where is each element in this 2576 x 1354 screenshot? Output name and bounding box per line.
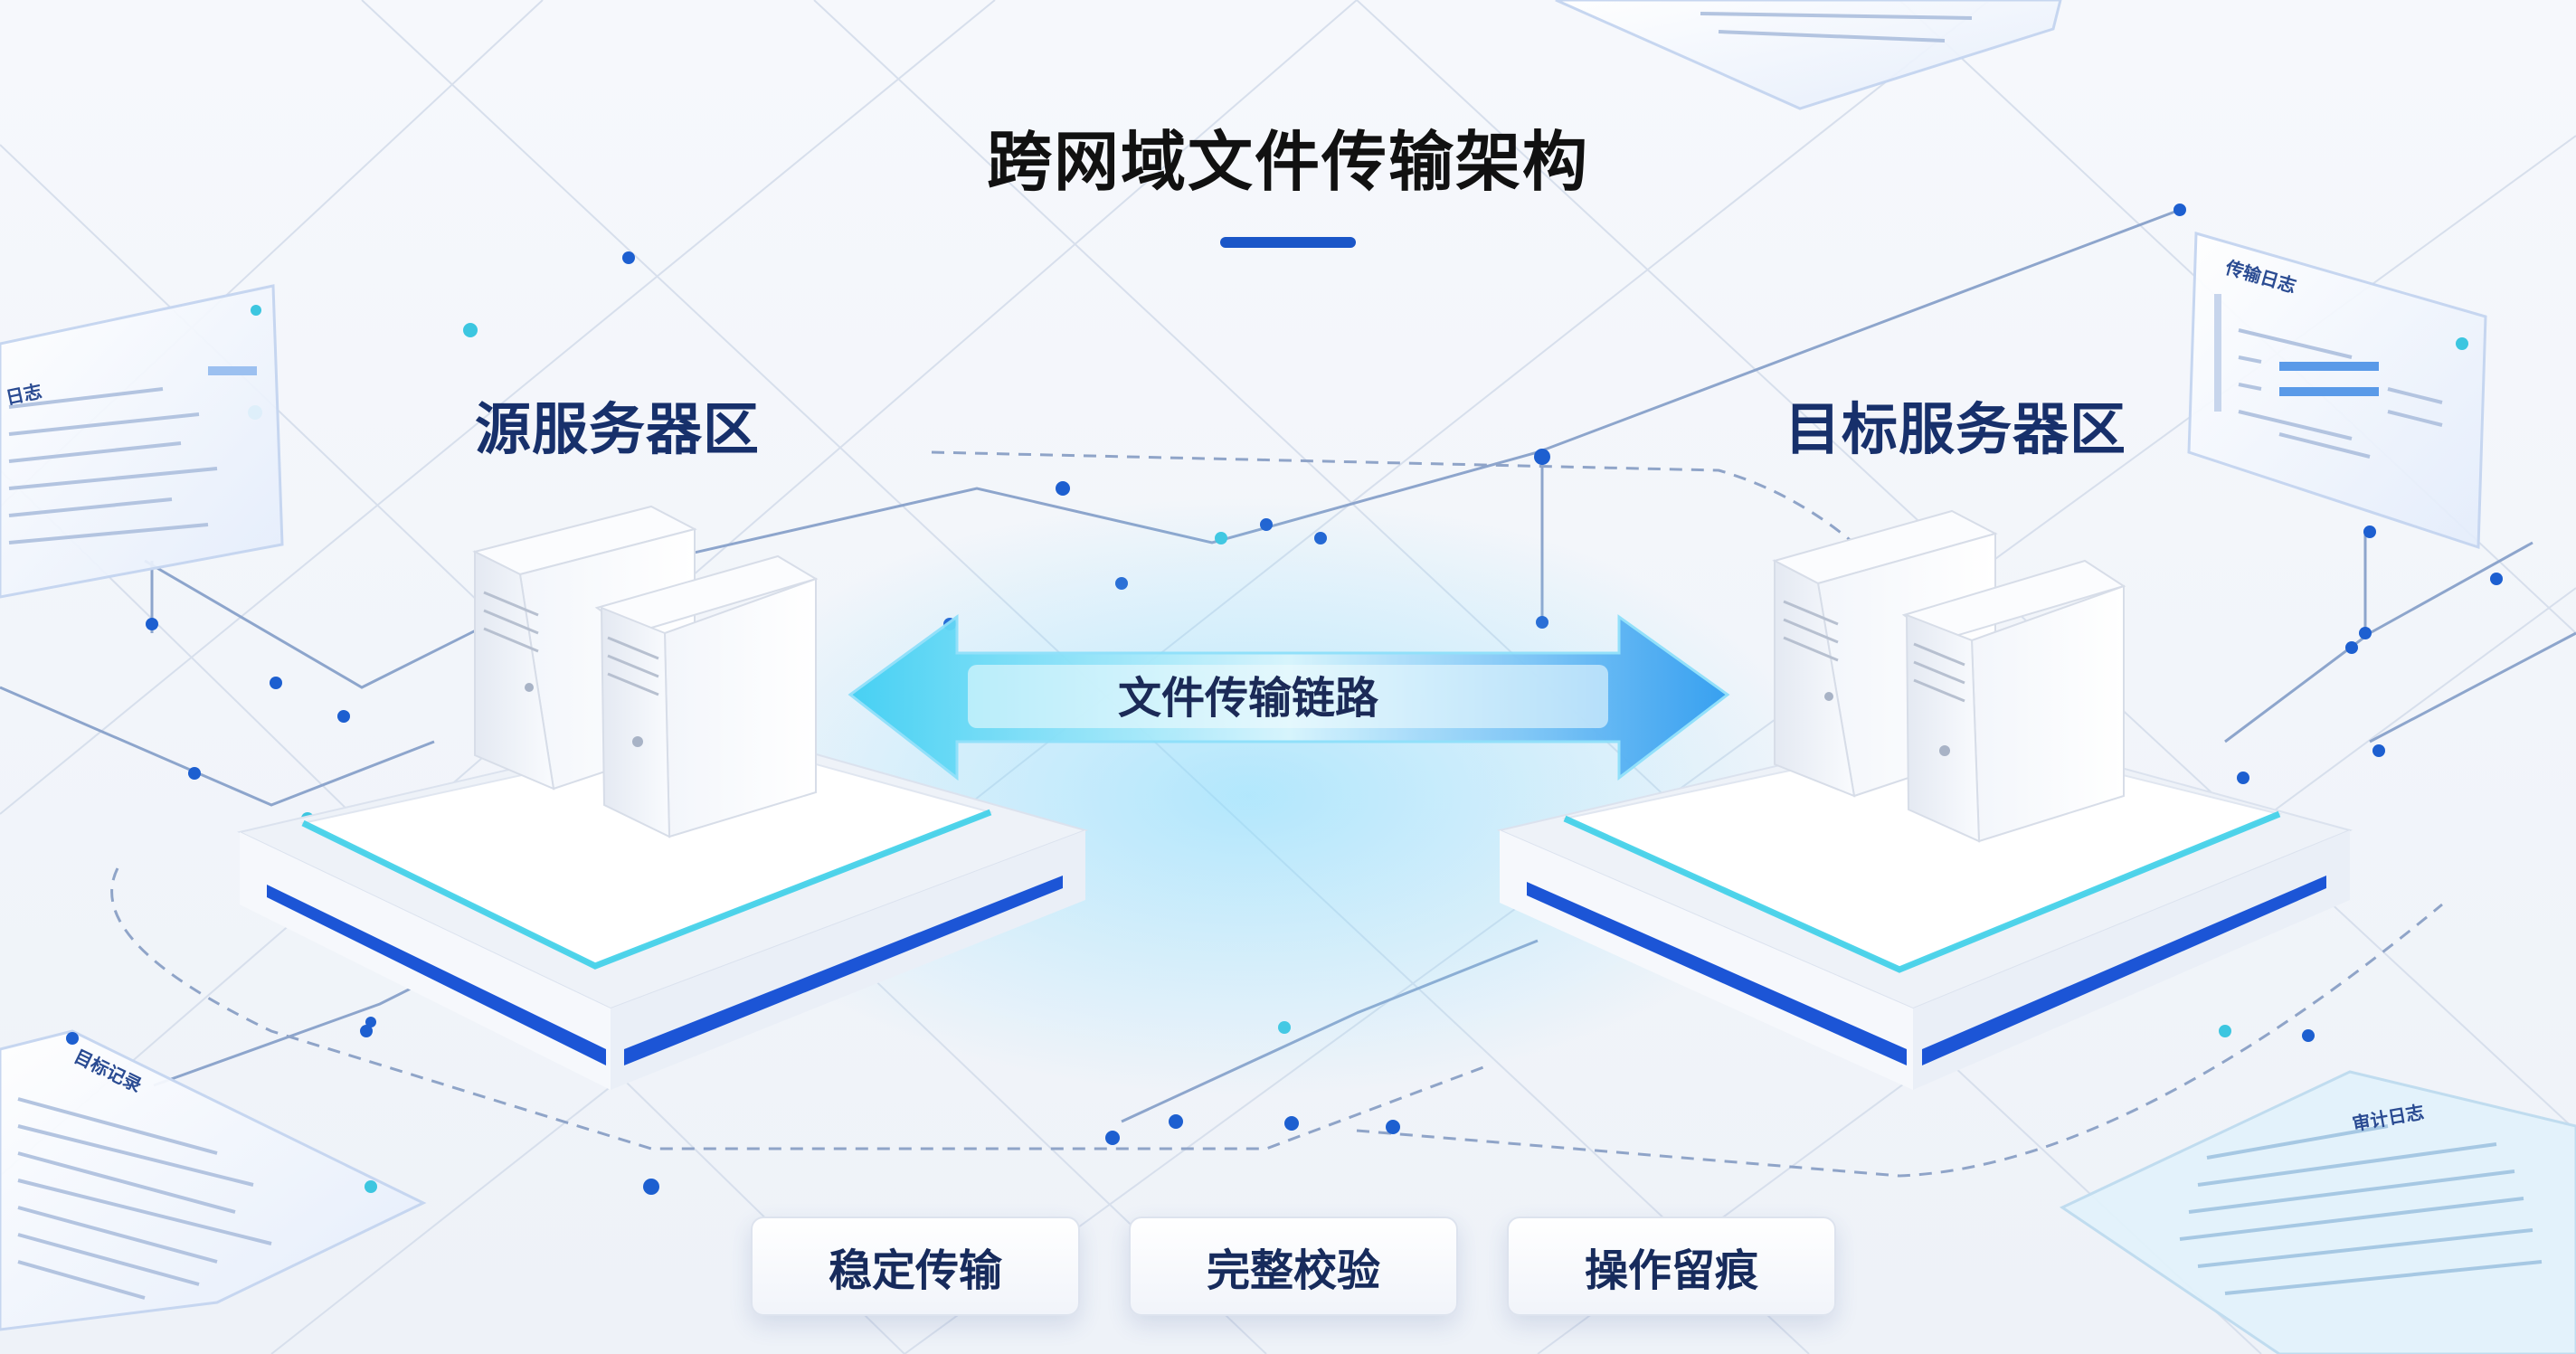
title-underline <box>1220 237 1356 248</box>
transfer-link-label: 文件传输链路 <box>1117 673 1378 724</box>
source-platform <box>236 722 1089 1090</box>
source-server-2 <box>594 554 819 838</box>
feature-stable-transfer: 稳定传输 <box>751 1217 1080 1316</box>
panel-top-right <box>2187 232 2487 550</box>
panel-top-left <box>0 284 284 599</box>
page-title: 跨网域文件传输架构 <box>986 124 1589 200</box>
target-zone-label: 目标服务器区 <box>1785 396 2127 462</box>
source-zone-label: 源服务器区 <box>475 396 761 462</box>
panel-bottom-right <box>2059 1070 2576 1354</box>
panel-bottom-left <box>0 1029 427 1331</box>
panel-top-center <box>1555 0 2062 110</box>
target-server-2 <box>1901 559 2126 843</box>
feature-operation-trace: 操作留痕 <box>1507 1217 1836 1316</box>
feature-integrity-check: 完整校验 <box>1129 1217 1458 1316</box>
transfer-arrow <box>848 614 1730 781</box>
